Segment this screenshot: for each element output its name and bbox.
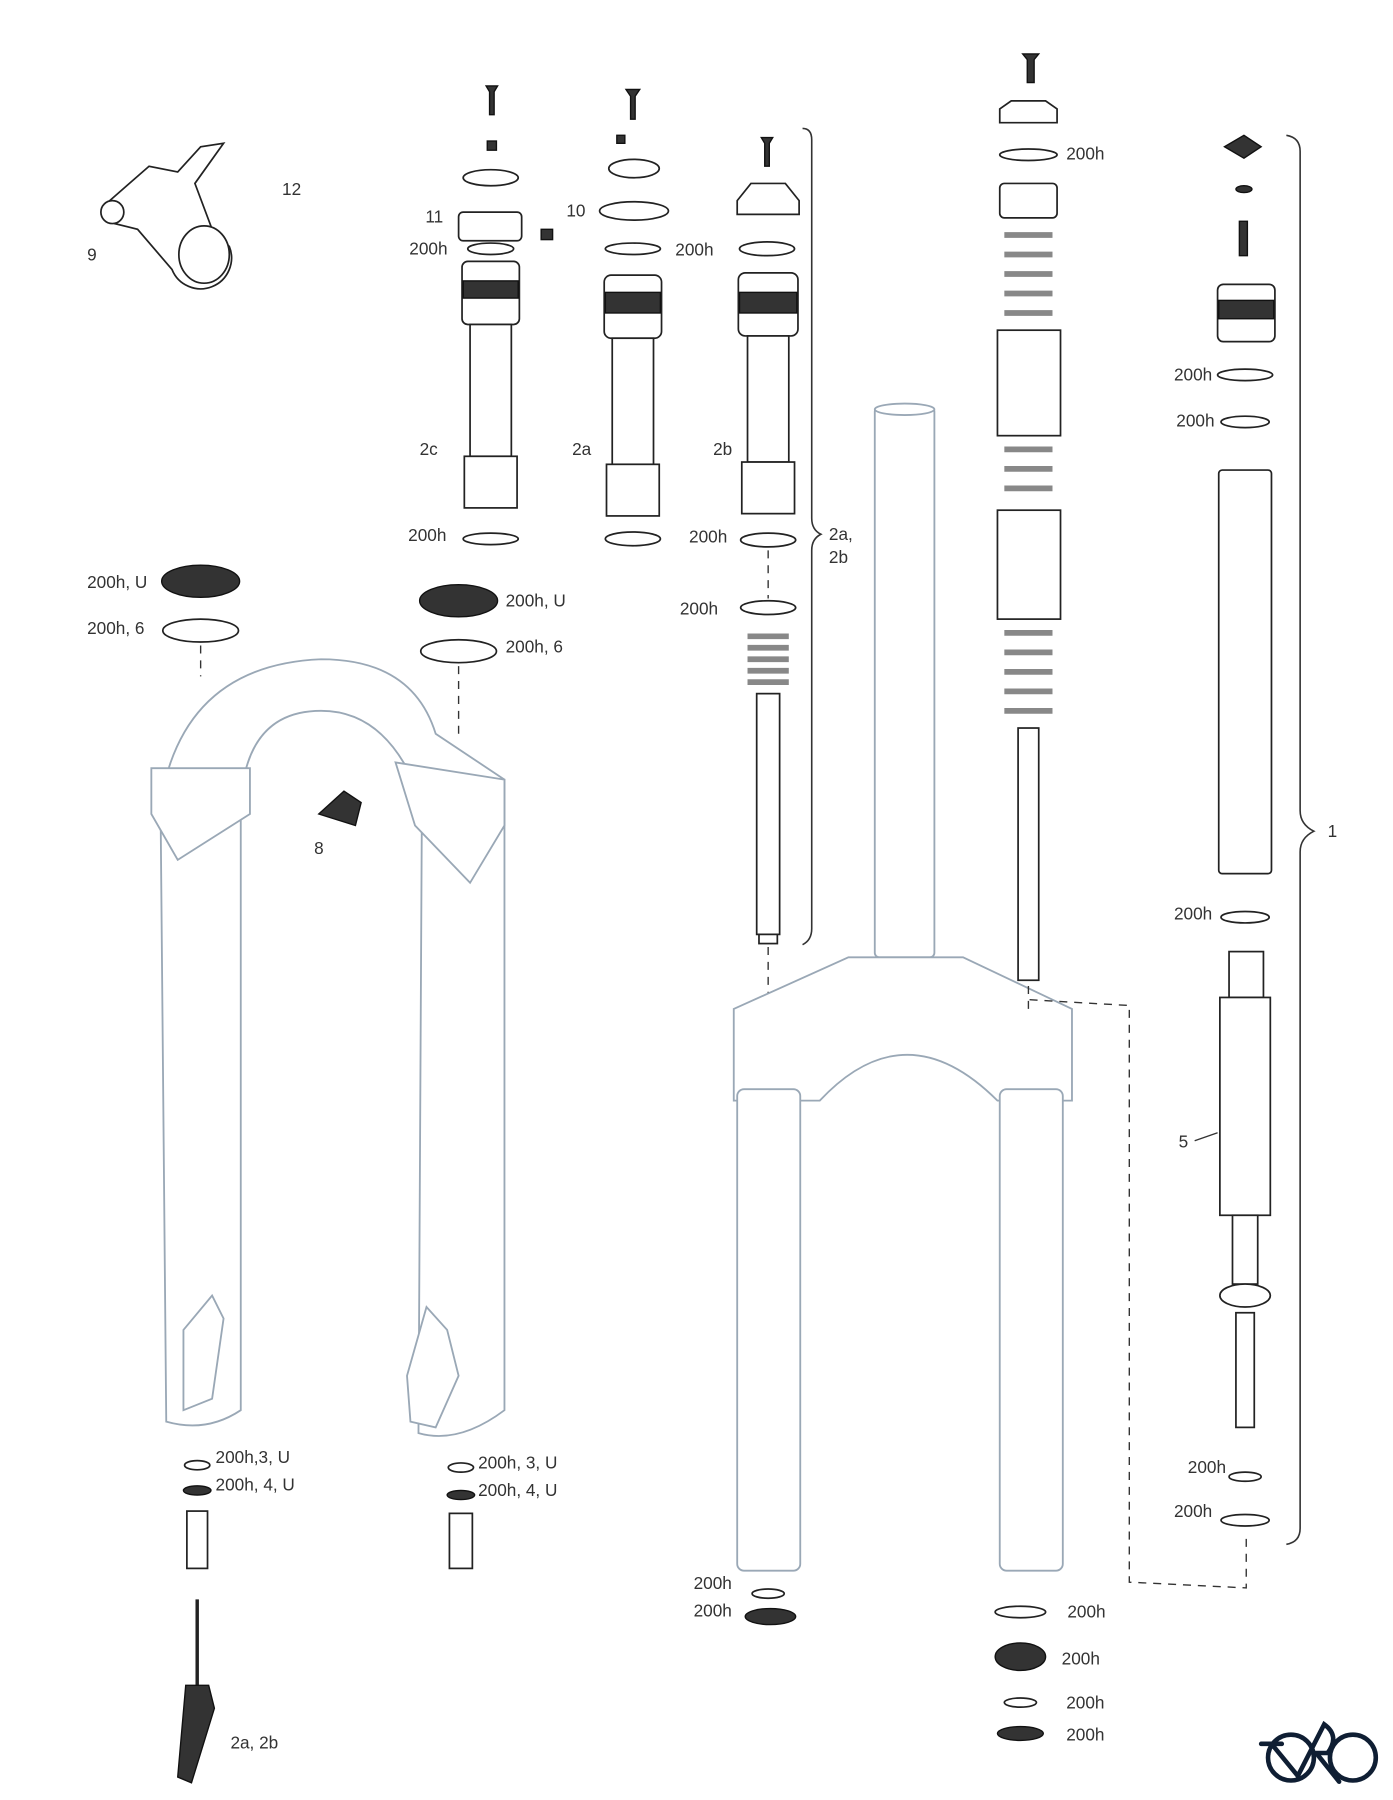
air-damper-assembly [1194,134,1276,1527]
label-200h-6: 200h, 6 [87,618,144,638]
crown-steerer-uppers [732,402,1073,1572]
label-200h-3-u: 200h, 3, U [478,1453,557,1473]
label-200h: 200h [408,525,446,545]
bicycle-logo [1258,1720,1379,1784]
label-200h: 200h [1062,1649,1100,1669]
label-200h: 200h [694,1573,732,1593]
remote-lever [100,142,233,290]
part-labels: 12 9 11 200h 2c 200h 10 200h 2a 2b 200h … [87,143,1337,1752]
label-2b: 2b [829,547,848,567]
label-12: 12 [282,179,301,199]
label-11: 11 [425,206,443,226]
label-200h: 200h [1174,1501,1212,1521]
label-200h-3-u: 200h,3, U [216,1447,291,1467]
label-2a-2b: 2a, 2b [230,1732,278,1752]
label-200h: 200h [1067,1602,1105,1622]
label-10: 10 [566,201,585,221]
label-200h-4-u: 200h, 4, U [478,1480,557,1500]
label-200h: 200h [675,240,713,260]
label-8: 8 [314,838,324,858]
label-2c: 2c [420,439,439,459]
label-200h: 200h [1176,410,1214,430]
brace-2a-2b [802,127,823,946]
cartridge-2b [736,136,800,1007]
brace-1 [1286,134,1316,1546]
cartridge-2a [598,88,670,547]
dust-seals [160,564,499,734]
cartridge-2c [457,85,554,546]
label-200h: 200h [1188,1457,1226,1477]
label-200h: 200h [1174,365,1212,385]
label-2b: 2b [713,439,732,459]
label-200h: 200h [1066,143,1104,163]
label-200h: 200h [694,1601,732,1621]
label-200h-6: 200h, 6 [506,636,563,656]
label-1: 1 [1328,821,1338,841]
label-200h-u: 200h, U [87,572,147,592]
label-200h: 200h [680,599,718,619]
label-200h: 200h [689,526,727,546]
coil-spring-assembly [996,53,1247,1589]
label-200h: 200h [1066,1724,1104,1744]
label-200h-u: 200h, U [506,590,566,610]
label-200h: 200h [409,239,447,259]
lower-right-hardware [744,1588,1047,1742]
label-2a: 2a [572,439,592,459]
lower-left-hardware [176,1459,476,1784]
label-200h: 200h [1066,1692,1104,1712]
fork-lowers [150,658,506,1437]
label-5: 5 [1179,1132,1189,1152]
label-200h-4-u: 200h, 4, U [216,1474,295,1494]
label-9: 9 [87,244,97,264]
label-2a: 2a, [829,524,853,544]
label-200h: 200h [1174,903,1212,923]
